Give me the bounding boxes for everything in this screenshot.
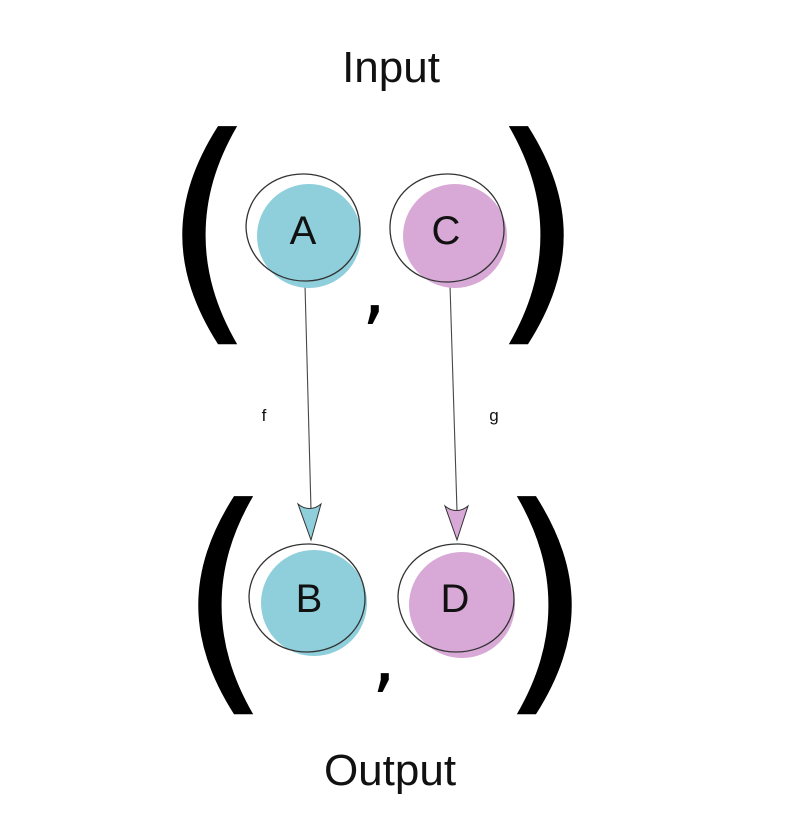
node-b-fill bbox=[261, 550, 367, 656]
node-c-label: C bbox=[432, 209, 461, 253]
edge-g-label: g bbox=[489, 406, 498, 425]
input-title: Input bbox=[342, 43, 440, 92]
node-b: B bbox=[248, 543, 367, 656]
node-c-fill bbox=[403, 184, 507, 288]
input-open-paren: ( bbox=[161, 85, 257, 370]
output-title: Output bbox=[324, 746, 456, 795]
node-c: C bbox=[389, 173, 507, 288]
edge-f-line bbox=[304, 284, 312, 511]
edge-f-label: f bbox=[262, 406, 267, 425]
node-d-outline bbox=[397, 543, 515, 653]
edge-g-line bbox=[449, 284, 458, 512]
node-b-outline bbox=[248, 543, 366, 653]
node-d-fill bbox=[409, 552, 515, 658]
node-b-label: B bbox=[296, 577, 323, 621]
node-a-outline bbox=[245, 173, 361, 282]
node-a-fill bbox=[257, 184, 361, 288]
arrow-g-head bbox=[443, 504, 470, 542]
input-separator: , bbox=[362, 244, 387, 334]
node-d-label: D bbox=[441, 577, 470, 621]
node-d: D bbox=[397, 543, 515, 658]
arrow-f-head bbox=[296, 502, 322, 542]
node-a: A bbox=[245, 173, 361, 288]
node-c-outline bbox=[389, 173, 505, 283]
output-open-paren: ( bbox=[177, 455, 273, 740]
output-separator: , bbox=[372, 612, 397, 702]
node-a-label: A bbox=[290, 209, 317, 253]
